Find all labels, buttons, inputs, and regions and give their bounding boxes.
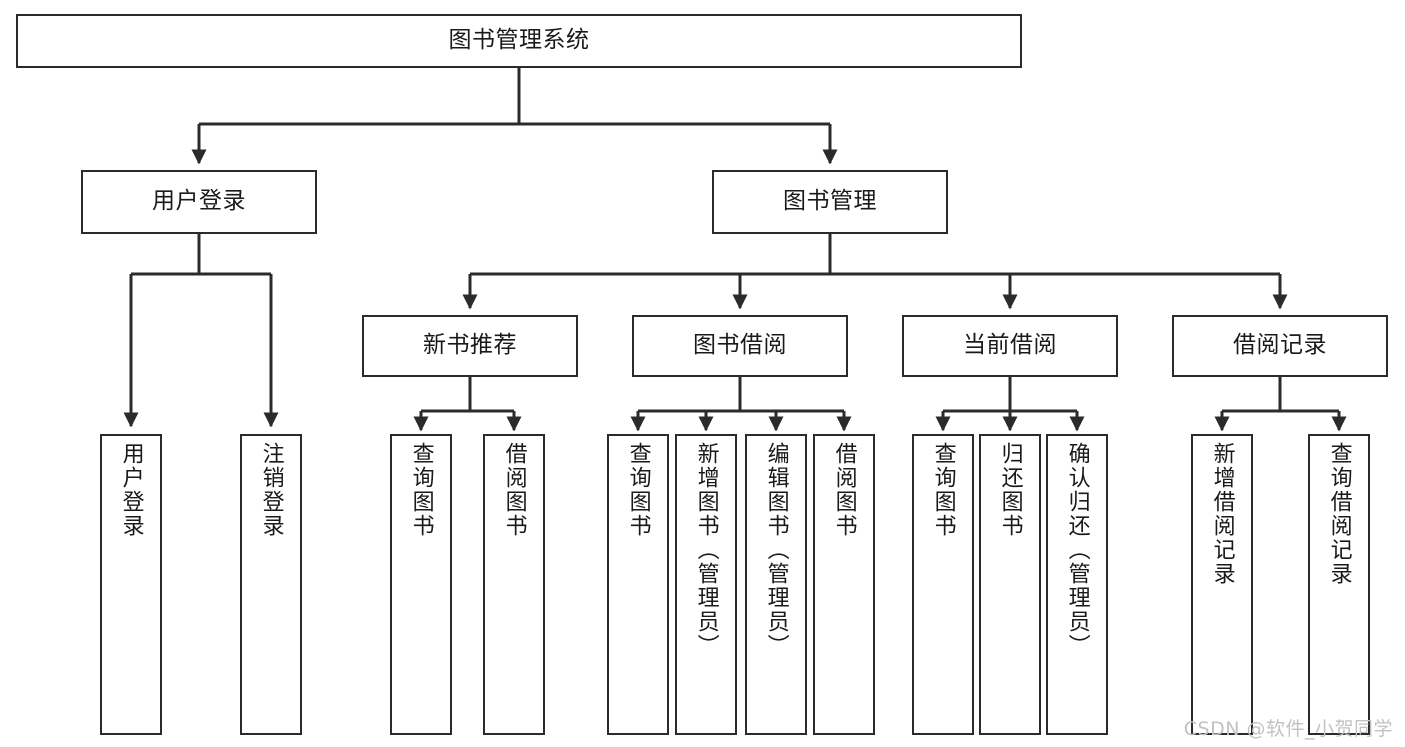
node-book-management[interactable]: 图书管理	[712, 170, 948, 234]
node-book-borrowing[interactable]: 图书借阅	[632, 315, 848, 377]
leaf-borrow-add-book-admin[interactable]: 新增图书（管理员）	[675, 434, 737, 735]
leaf-current-query-books[interactable]: 查询图书	[912, 434, 974, 735]
leaf-records-add-record[interactable]: 新增借阅记录	[1191, 434, 1253, 735]
leaf-user-login-logout[interactable]: 注销登录	[240, 434, 302, 735]
node-label: 图书管理	[783, 188, 877, 215]
node-label: 查询图书	[930, 442, 956, 538]
node-label: 借阅图书	[501, 442, 527, 538]
node-label: 查询图书	[625, 442, 651, 538]
leaf-borrow-edit-book-admin[interactable]: 编辑图书（管理员）	[745, 434, 807, 735]
csdn-watermark: CSDN @软件_小贺同学	[1183, 718, 1393, 740]
node-label: 确认归还（管理员）	[1064, 442, 1090, 658]
node-label: 查询图书	[408, 442, 434, 538]
node-label: 当前借阅	[963, 332, 1057, 359]
node-label: 注销登录	[258, 442, 284, 538]
leaf-current-return-books[interactable]: 归还图书	[979, 434, 1041, 735]
leaf-borrow-borrow-books[interactable]: 借阅图书	[813, 434, 875, 735]
node-label: 新书推荐	[423, 332, 517, 359]
leaf-current-confirm-return-admin[interactable]: 确认归还（管理员）	[1046, 434, 1108, 735]
node-new-book-recommendation[interactable]: 新书推荐	[362, 315, 578, 377]
node-label: 归还图书	[997, 442, 1023, 538]
node-label: 编辑图书（管理员）	[763, 442, 789, 658]
node-label: 用户登录	[118, 442, 144, 538]
node-root-book-management-system[interactable]: 图书管理系统	[16, 14, 1022, 68]
node-label: 借阅图书	[831, 442, 857, 538]
leaf-new-book-borrow-books[interactable]: 借阅图书	[483, 434, 545, 735]
node-label: 图书管理系统	[448, 27, 590, 54]
node-label: 查询借阅记录	[1326, 442, 1352, 586]
leaf-user-login-login[interactable]: 用户登录	[100, 434, 162, 735]
node-label: 借阅记录	[1233, 332, 1327, 359]
node-user-login[interactable]: 用户登录	[81, 170, 317, 234]
node-label: 新增借阅记录	[1209, 442, 1235, 586]
leaf-records-query-record[interactable]: 查询借阅记录	[1308, 434, 1370, 735]
node-label: 用户登录	[152, 188, 246, 215]
node-current-borrowing[interactable]: 当前借阅	[902, 315, 1118, 377]
node-borrowing-records[interactable]: 借阅记录	[1172, 315, 1388, 377]
node-label: 新增图书（管理员）	[693, 442, 719, 658]
leaf-new-book-query-books[interactable]: 查询图书	[390, 434, 452, 735]
leaf-borrow-query-books[interactable]: 查询图书	[607, 434, 669, 735]
node-label: 图书借阅	[693, 332, 787, 359]
